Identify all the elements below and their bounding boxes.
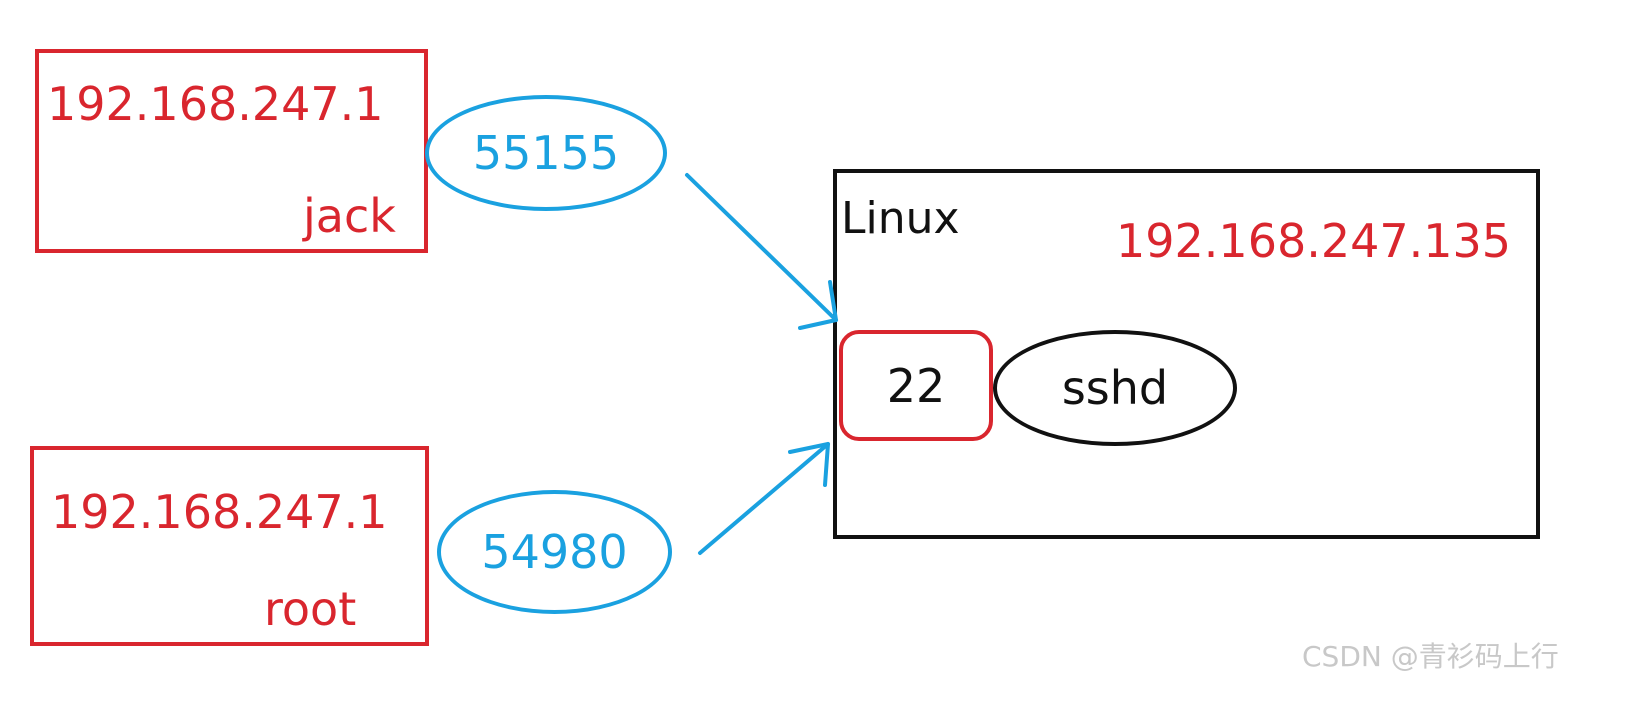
service-ellipse: sshd bbox=[993, 330, 1237, 446]
client-user-label: jack bbox=[303, 189, 396, 243]
service-label: sshd bbox=[1061, 361, 1169, 415]
watermark-text: CSDN @青衫码上行 bbox=[1302, 640, 1559, 673]
client-ip-label: 192.168.247.1 bbox=[47, 77, 384, 131]
client-box-root bbox=[30, 446, 429, 646]
client-port-ellipse: 54980 bbox=[437, 490, 672, 614]
server-os-label: Linux bbox=[841, 193, 960, 244]
arrowhead-jack bbox=[798, 280, 838, 330]
server-box bbox=[833, 169, 1540, 539]
client-user-label: root bbox=[264, 582, 357, 636]
client-port-label: 54980 bbox=[481, 525, 628, 579]
client-port-label: 55155 bbox=[472, 126, 620, 180]
server-port-box: 22 bbox=[839, 330, 993, 441]
server-port-label: 22 bbox=[886, 358, 946, 413]
client-ip-label: 192.168.247.1 bbox=[51, 485, 388, 539]
arrow-line-root bbox=[698, 442, 830, 555]
arrow-line-jack bbox=[685, 173, 838, 322]
server-ip-label: 192.168.247.135 bbox=[1116, 214, 1512, 268]
arrowhead-root bbox=[788, 442, 830, 487]
client-port-ellipse: 55155 bbox=[425, 95, 667, 211]
